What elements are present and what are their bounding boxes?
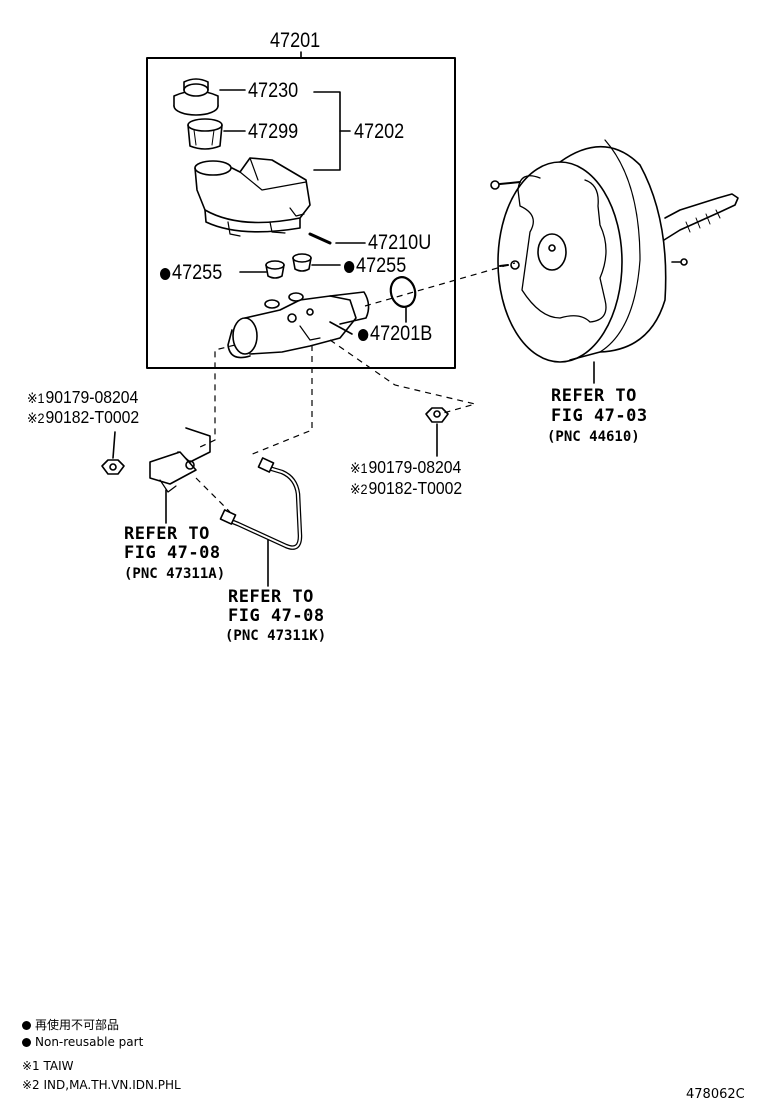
non-reusable-dot-icon	[22, 1038, 31, 1047]
legend-non-reusable-en: Non-reusable part	[22, 1036, 143, 1048]
grommet-left	[265, 260, 285, 279]
non-reusable-dot-icon	[160, 268, 171, 280]
tube-a-ref-pnc: (PNC 47311A)	[124, 566, 226, 582]
label-47210u: 47210U	[368, 231, 432, 254]
label-47202: 47202	[354, 120, 405, 143]
tube-k-ref-line2[interactable]: FIG 47-08	[228, 606, 325, 626]
legend-note-1: ※1 TAIW	[22, 1059, 74, 1073]
booster-ref-line2[interactable]: FIG 47-03	[551, 406, 648, 426]
label-47255-right: 47255	[344, 255, 406, 276]
master-cylinder	[227, 291, 370, 359]
fastener-left-line1: ※190179-08204	[27, 387, 139, 407]
flange-nut-right	[425, 407, 449, 423]
label-47201b: 47201B	[358, 323, 432, 344]
fastener-left-line2: ※290182-T0002	[27, 407, 140, 427]
non-reusable-dot-icon	[22, 1021, 31, 1030]
booster-ref-pnc: (PNC 44610)	[547, 429, 640, 445]
reservoir-strainer	[187, 118, 223, 150]
assembly-number: 47201	[270, 29, 321, 52]
tube-a-ref-line2[interactable]: FIG 47-08	[124, 543, 221, 563]
tube-k-ref-line1[interactable]: REFER TO	[228, 587, 314, 607]
booster-ref-line1[interactable]: REFER TO	[551, 386, 637, 406]
non-reusable-dot-icon	[358, 329, 369, 341]
legend-non-reusable-jp: 再使用不可部品	[22, 1019, 119, 1031]
reservoir-tank	[194, 157, 311, 237]
label-47299: 47299	[248, 120, 299, 143]
brake-tube	[219, 457, 303, 550]
label-47255-left: 47255	[160, 262, 222, 283]
tube-k-ref-pnc: (PNC 47311K)	[225, 628, 327, 644]
label-47230: 47230	[248, 79, 299, 102]
brake-valve-bracket	[149, 427, 211, 493]
figure-code: 478062C	[686, 1087, 745, 1102]
tube-a-ref-line1[interactable]: REFER TO	[124, 524, 210, 544]
grommet-right	[292, 253, 312, 272]
o-ring	[389, 276, 417, 308]
fastener-right-line1: ※190179-08204	[350, 457, 462, 477]
non-reusable-dot-icon	[344, 261, 355, 273]
reservoir-cap	[173, 78, 219, 116]
fastener-right-line2: ※290182-T0002	[350, 478, 463, 498]
flange-nut-left	[101, 459, 125, 475]
brake-booster	[490, 139, 739, 363]
legend-note-2: ※2 IND,MA.TH.VN.IDN.PHL	[22, 1078, 181, 1092]
